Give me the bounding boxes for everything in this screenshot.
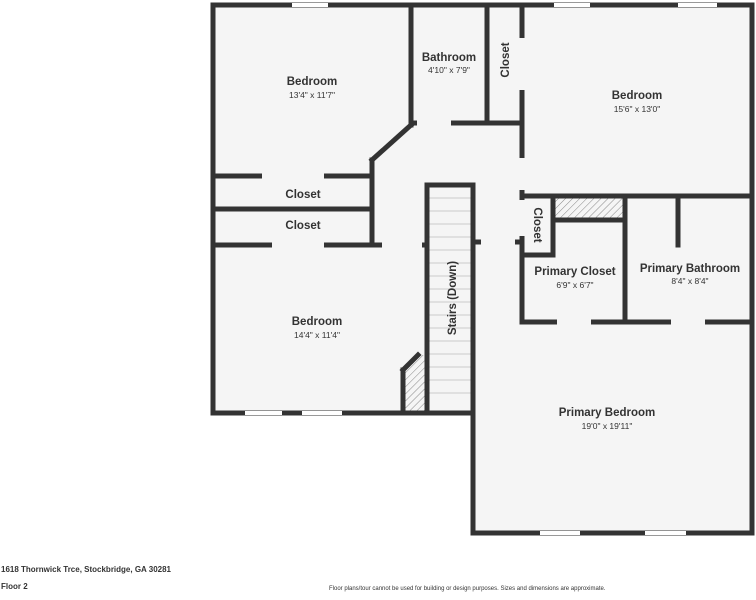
room-label: Closet — [531, 207, 543, 242]
floor-label: Floor 2 — [1, 582, 28, 591]
room-dimensions: 19'0" x 19'11" — [582, 421, 633, 431]
room-label: Primary Bedroom — [559, 407, 656, 419]
room-label: Closet — [285, 189, 320, 201]
room-dimensions: 4'10" x 7'9" — [428, 65, 470, 75]
room-dimensions: 15'6" x 13'0" — [614, 104, 661, 114]
stairs-treads — [427, 197, 473, 394]
room-label: Closet — [285, 220, 320, 232]
room-dimensions: 13'4" x 11'7" — [289, 90, 335, 100]
room-label: Bedroom — [612, 90, 662, 102]
room-label: Primary Closet — [534, 266, 615, 278]
room-dimensions: 8'4" x 8'4" — [671, 276, 708, 286]
room-label: Bathroom — [422, 52, 476, 64]
doors — [262, 38, 705, 325]
room-label: Closet — [500, 42, 512, 77]
disclaimer: Floor plans/tour cannot be used for buil… — [329, 586, 606, 592]
room-label: Bedroom — [292, 316, 342, 328]
room-dimensions: 6'9" x 6'7" — [556, 280, 593, 290]
address: 1618 Thornwick Trce, Stockbridge, GA 302… — [1, 565, 171, 574]
windows — [245, 3, 717, 535]
room-label: Primary Bathroom — [640, 263, 740, 275]
room-label: Bedroom — [287, 76, 337, 88]
stairs-label: Stairs (Down) — [447, 261, 459, 335]
room-dimensions: 14'4" x 11'4" — [294, 330, 340, 340]
